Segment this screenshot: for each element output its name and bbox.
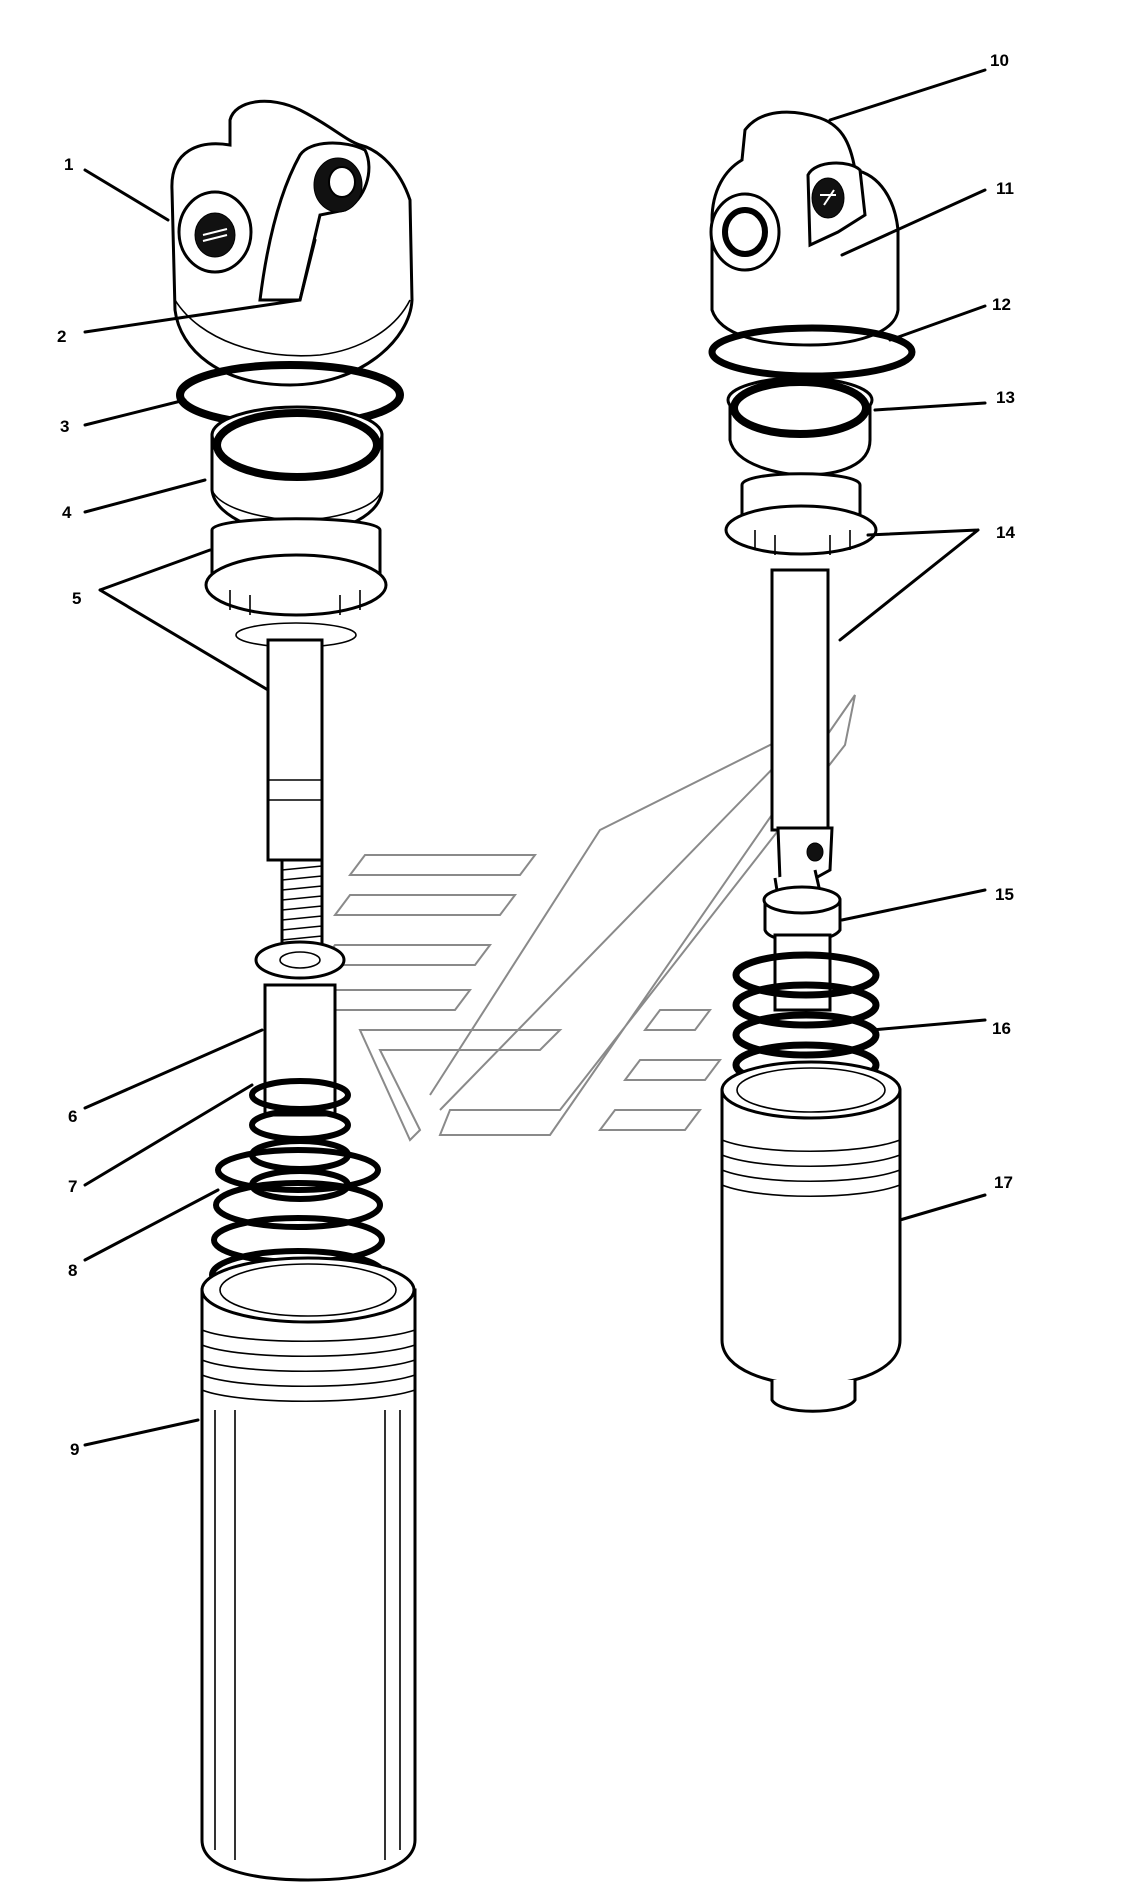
callout-13: 13 [996,388,1015,407]
callout-15: 15 [995,885,1014,904]
right-assembly [708,110,916,1413]
part-left-rod [266,638,324,962]
part-right-bearing [726,376,874,477]
callout-14: 14 [996,523,1015,542]
part-left-inner-tube [263,983,337,1117]
callout-16: 16 [992,1019,1011,1038]
part-left-bearing [210,405,384,537]
callout-7: 7 [68,1177,77,1196]
part-left-head [170,99,414,387]
callout-8: 8 [68,1261,77,1280]
part-left-springs [209,1078,387,1302]
callout-4: 4 [62,503,72,522]
part-left-guide [204,517,388,648]
part-right-rod [770,568,834,942]
callout-6: 6 [68,1107,77,1126]
part-right-guide [724,472,878,556]
part-left-washer [254,940,346,980]
part-right-head [709,110,900,347]
callout-labels: 1 2 3 4 5 6 7 8 9 10 11 12 13 14 15 16 1… [57,51,1015,1459]
callout-11: 11 [996,179,1014,198]
callout-1: 1 [64,155,73,174]
callout-3: 3 [60,417,69,436]
callout-17: 17 [994,1173,1013,1192]
part-right-o-ring [708,324,916,380]
callout-10: 10 [990,51,1009,70]
callout-12: 12 [992,295,1011,314]
callout-2: 2 [57,327,66,346]
left-assembly [170,99,417,1882]
part-left-cylinder [200,1256,417,1882]
watermark-logo [303,694,856,1142]
leader-lines [83,68,987,1447]
callout-9: 9 [70,1440,79,1459]
part-right-cylinder [720,1060,902,1413]
callout-5: 5 [72,589,81,608]
